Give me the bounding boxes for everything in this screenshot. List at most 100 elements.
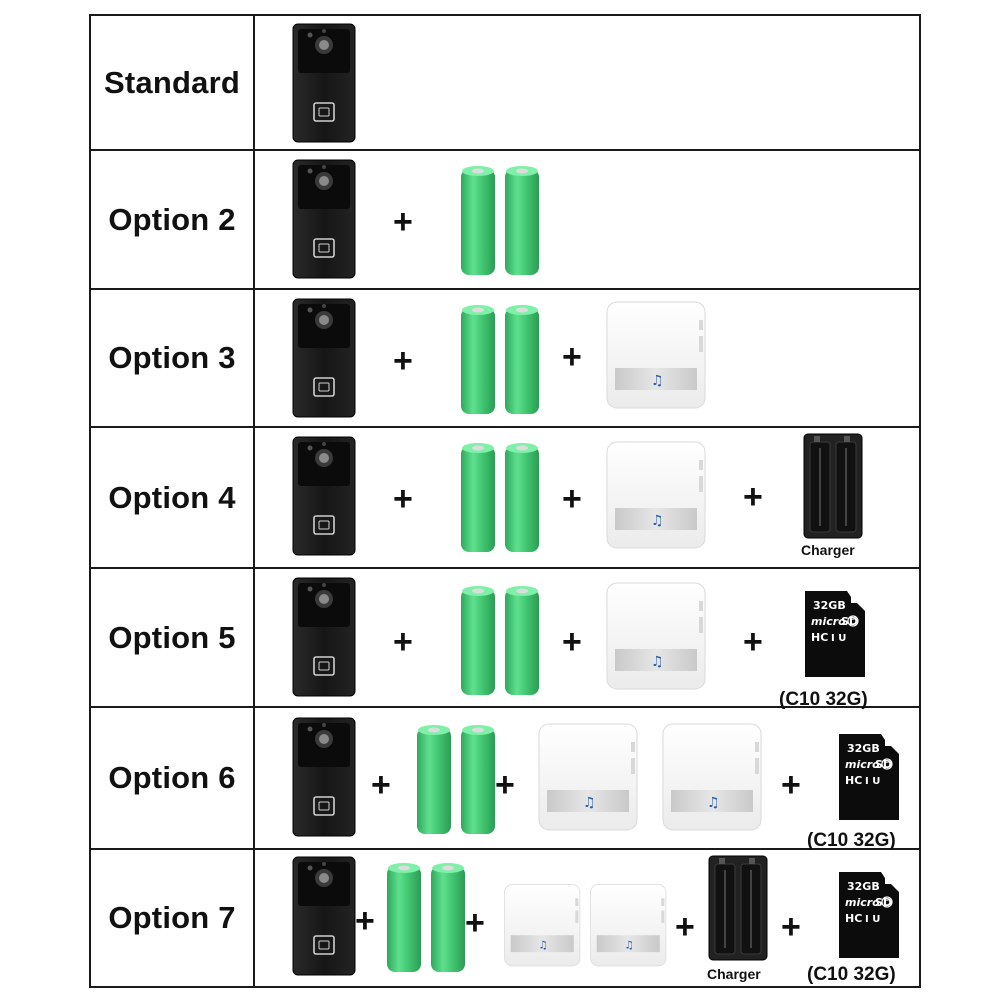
sd-capacity-text: 32GB	[813, 599, 846, 612]
chime-receiver-icon: ♫	[537, 722, 641, 839]
sd-capacity-text: 32GB	[847, 880, 880, 893]
doorbell-icon	[292, 577, 356, 702]
sdcard-caption: (C10 32G)	[807, 830, 896, 851]
sd-hc-text: HC	[845, 912, 862, 925]
sdcard-caption: (C10 32G)	[779, 689, 868, 710]
battery-pair-icon	[415, 722, 501, 841]
plus-icon: +	[495, 766, 515, 804]
row-label: Option 7	[108, 900, 236, 935]
row-label-cell: Option 2	[91, 151, 255, 288]
microsd-card-icon: 32GB micro SD HC I U C	[835, 732, 903, 829]
battery-pair-icon	[385, 860, 471, 979]
row-content: +	[255, 151, 919, 288]
options-table: Standard Option 2	[89, 14, 921, 988]
svg-text:♫: ♫	[538, 938, 548, 951]
chime-receiver-icon: ♫	[503, 880, 583, 977]
charger-caption: Charger	[707, 966, 761, 982]
row-label-cell: Option 5	[91, 569, 255, 706]
plus-icon: +	[562, 623, 582, 661]
microsd-card-icon: 32GB micro SD HC I U C	[835, 870, 903, 967]
plus-icon: +	[355, 902, 375, 940]
doorbell-icon	[292, 159, 356, 284]
plus-icon: +	[393, 480, 413, 518]
row-content: + + ♫ +	[255, 428, 919, 567]
row-content: + + ♫ ♫	[255, 850, 919, 986]
chime-receiver-icon: ♫	[589, 880, 669, 977]
row-label-cell: Option 3	[91, 290, 255, 426]
plus-icon: +	[393, 203, 413, 241]
battery-charger-icon	[707, 854, 769, 969]
row-option-2: Option 2 +	[91, 151, 919, 290]
sd-logo-text: SD	[875, 896, 892, 909]
sd-uhs-text: I U	[831, 633, 846, 644]
sd-class-text: C	[884, 899, 889, 907]
sdcard-caption: (C10 32G)	[807, 964, 896, 985]
row-label-cell: Standard	[91, 16, 255, 149]
row-label: Option 4	[108, 479, 236, 515]
plus-icon: +	[393, 623, 413, 661]
row-label: Option 3	[108, 340, 236, 375]
row-option-7: Option 7 + +	[91, 850, 919, 986]
doorbell-icon	[292, 717, 356, 842]
row-option-5: Option 5 + +	[91, 569, 919, 710]
chime-receiver-icon: ♫	[661, 722, 765, 839]
svg-text:♫: ♫	[651, 513, 664, 529]
doorbell-icon	[292, 436, 356, 561]
row-option-4: Option 4 + +	[91, 428, 919, 569]
sd-logo-text: SD	[875, 758, 892, 771]
svg-text:♫: ♫	[624, 938, 634, 951]
row-content	[255, 16, 919, 149]
sd-brand-text: micro	[845, 896, 880, 909]
sd-logo-text: SD	[841, 615, 858, 628]
row-content: + + ♫ + 32GB	[255, 569, 919, 710]
plus-icon: +	[562, 338, 582, 376]
sd-hc-text: HC	[811, 631, 828, 644]
plus-icon: +	[743, 623, 763, 661]
row-label: Option 2	[108, 201, 236, 237]
plus-icon: +	[781, 766, 801, 804]
row-label: Option 6	[108, 760, 236, 795]
sd-brand-text: micro	[845, 758, 880, 771]
row-content: + + ♫	[255, 290, 919, 426]
row-label-cell: Option 6	[91, 708, 255, 848]
battery-pair-icon	[459, 583, 545, 702]
plus-icon: +	[393, 342, 413, 380]
battery-pair-icon	[459, 440, 545, 559]
chime-receiver-icon: ♫	[605, 300, 709, 417]
row-option-6: Option 6 + +	[91, 708, 919, 851]
row-label-cell: Option 7	[91, 850, 255, 986]
sd-uhs-text: I U	[865, 776, 880, 787]
doorbell-icon	[292, 856, 356, 981]
plus-icon: +	[743, 478, 763, 516]
plus-icon: +	[465, 904, 485, 942]
row-label-cell: Option 4	[91, 428, 255, 567]
row-content: + + ♫ ♫	[255, 708, 919, 851]
charger-caption: Charger	[801, 542, 855, 558]
battery-pair-icon	[459, 163, 545, 282]
plus-icon: +	[675, 908, 695, 946]
chime-receiver-icon: ♫	[605, 581, 709, 698]
sd-uhs-text: I U	[865, 914, 880, 925]
row-option-3: Option 3 + +	[91, 290, 919, 428]
row-standard: Standard	[91, 16, 919, 151]
battery-charger-icon	[802, 432, 864, 547]
microsd-card-icon: 32GB micro SD HC I U C	[801, 589, 869, 686]
sd-class-text: C	[884, 761, 889, 769]
row-label: Standard	[104, 64, 240, 100]
svg-text:♫: ♫	[651, 654, 664, 670]
sd-class-text: C	[850, 618, 855, 626]
plus-icon: +	[781, 908, 801, 946]
svg-text:♫: ♫	[707, 795, 720, 811]
battery-pair-icon	[459, 302, 545, 421]
sd-hc-text: HC	[845, 774, 862, 787]
sd-capacity-text: 32GB	[847, 742, 880, 755]
svg-text:♫: ♫	[583, 795, 596, 811]
svg-text:♫: ♫	[651, 373, 664, 389]
chime-receiver-icon: ♫	[605, 440, 709, 557]
row-label: Option 5	[108, 619, 236, 655]
doorbell-icon	[292, 298, 356, 423]
plus-icon: +	[562, 480, 582, 518]
sd-brand-text: micro	[811, 615, 846, 628]
doorbell-icon	[292, 23, 356, 148]
plus-icon: +	[371, 766, 391, 804]
